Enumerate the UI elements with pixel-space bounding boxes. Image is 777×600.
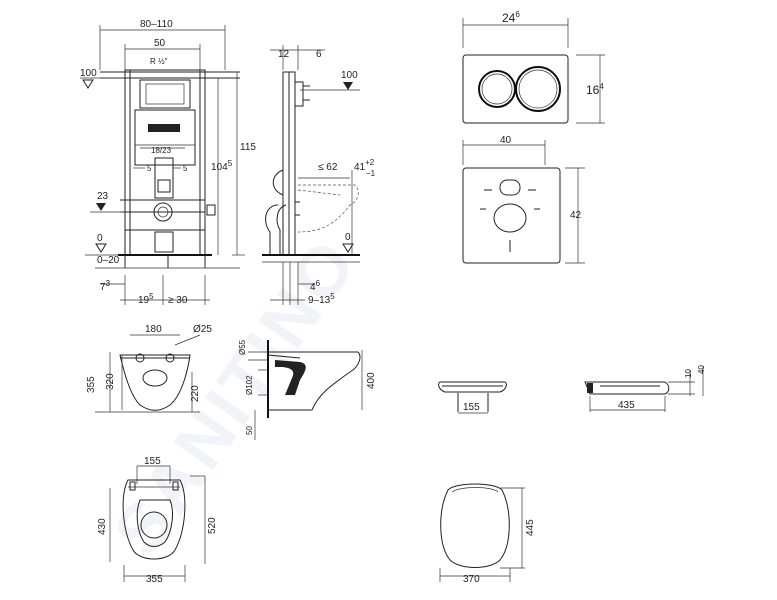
level-100-left: 100 [80, 68, 97, 79]
label-pipe: R ½" [150, 57, 168, 66]
level-zero-right: 0 [345, 232, 351, 243]
dim-side-d55: Ø55 [238, 339, 247, 355]
dim-bowl-220: 220 [190, 385, 201, 402]
dim-side-d102: Ø102 [245, 375, 254, 395]
dim-bottom-4: 46 [310, 279, 321, 293]
level-100-right: 100 [341, 70, 358, 81]
dim-height-inner: 1045 [211, 159, 233, 173]
dim-side-right: 5 [183, 164, 188, 173]
dim-top-520: 520 [207, 517, 218, 534]
dim-h41: 41+2 [354, 158, 375, 173]
dim-bowl-320: 320 [105, 373, 116, 390]
dim-bottom-7: 73 [100, 279, 111, 293]
dim-top-430: 430 [97, 518, 108, 535]
dim-side-50: 50 [245, 426, 254, 435]
dim-h41-lower: −1 [366, 169, 376, 178]
bowl-side-view: Ø55 Ø102 400 50 [238, 339, 377, 440]
dim-width-range: 80–110 [140, 19, 173, 30]
template-board: 40 42 [462, 135, 585, 264]
dim-seat-155: 155 [463, 402, 480, 413]
dim-top-155: 155 [144, 456, 161, 467]
seat-front-view: 155 [438, 381, 507, 414]
dim-top-355: 355 [146, 574, 163, 585]
dim-plate-width: 246 [502, 10, 520, 25]
dim-bottom-913: 9–135 [308, 292, 335, 306]
level-23: 23 [97, 191, 109, 202]
dim-bottom-19: 195 [138, 292, 154, 306]
bowl-front-view: 180 Ø25 355 320 220 [86, 324, 212, 413]
dim-plate-height: 164 [586, 82, 604, 97]
dim-side-left: 5 [147, 164, 152, 173]
dim-seat-10: 10 [684, 369, 693, 378]
dim-seat-445: 445 [525, 519, 536, 536]
dim-top-6: 6 [316, 49, 322, 60]
dim-height: 115 [240, 142, 256, 153]
dim-width-inner: 50 [154, 38, 166, 49]
dim-flush-range: 18/23 [151, 146, 172, 155]
dim-bottom-min: ≥ 30 [168, 295, 188, 306]
dim-seat-435: 435 [618, 400, 635, 411]
dim-floor-range: 0–20 [97, 255, 120, 266]
dim-bowl-d25: Ø25 [193, 324, 212, 335]
watermark-text: SANITINO [98, 224, 372, 569]
dim-template-width: 40 [500, 135, 512, 146]
seat-top-view: 445 370 [439, 483, 536, 585]
dim-seat-40: 40 [697, 365, 706, 374]
dim-bowl-180: 180 [145, 324, 162, 335]
dim-bowl-355: 355 [86, 376, 97, 393]
dim-top-12: 12 [278, 49, 290, 60]
seat-side-view: 435 10 40 [584, 365, 706, 412]
dim-side-400: 400 [366, 372, 377, 389]
dim-seat-370: 370 [463, 574, 480, 585]
frame-side-view: 12 6 100 ≤ 62 41+2 −1 0 46 [262, 45, 376, 306]
dim-reach: ≤ 62 [318, 162, 338, 173]
frame-front-view: 80–110 50 R ½" 1 [80, 19, 256, 306]
level-zero-left: 0 [97, 233, 103, 244]
dim-template-height: 42 [570, 210, 582, 221]
flush-plate: 246 164 [462, 10, 605, 124]
bowl-top-view: 155 430 520 355 [97, 456, 218, 585]
